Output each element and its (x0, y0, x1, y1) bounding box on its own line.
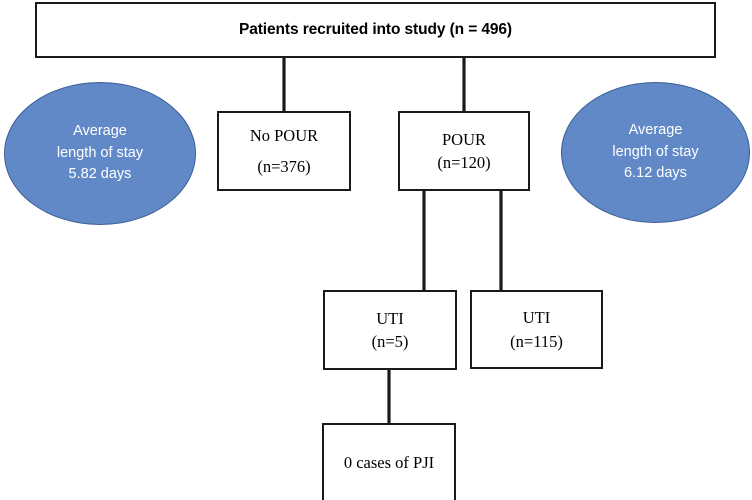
callout-left-line2: length of stay (56, 144, 144, 161)
node-pji: 0 cases of PJI (322, 423, 456, 500)
callout-average-length-of-stay-no-pour: Average length of stay 5.82 days (4, 82, 196, 225)
node-pji-label: 0 cases of PJI (343, 452, 435, 472)
node-uti-no-pour: UTI (n=5) (323, 290, 457, 370)
callout-left-line3: 5.82 days (68, 166, 132, 183)
node-no-pour-count: (n=376) (257, 156, 311, 176)
callout-right-line1: Average (628, 121, 683, 138)
callout-average-length-of-stay-pour: Average length of stay 6.12 days (561, 82, 750, 223)
callout-right-line2: length of stay (612, 143, 699, 160)
node-no-pour: No POUR (n=376) (217, 111, 351, 191)
node-uti-pour: UTI (n=115) (470, 290, 603, 369)
callout-right-line3: 6.12 days (624, 165, 687, 182)
node-pour-label: POUR (441, 129, 486, 149)
node-uti-pour-count: (n=115) (510, 331, 563, 351)
node-pour-count: (n=120) (437, 153, 491, 172)
node-uti-no-pour-label: UTI (376, 308, 404, 328)
node-uti-pour-label: UTI (522, 308, 551, 328)
node-uti-no-pour-count: (n=5) (371, 332, 409, 351)
node-patients-recruited-label: Patients recruited into study (n = 496) (238, 21, 512, 39)
node-pour: POUR (n=120) (398, 111, 530, 191)
node-patients-recruited: Patients recruited into study (n = 496) (35, 2, 716, 58)
node-no-pour-label: No POUR (249, 126, 319, 146)
callout-left-line1: Average (73, 122, 127, 139)
